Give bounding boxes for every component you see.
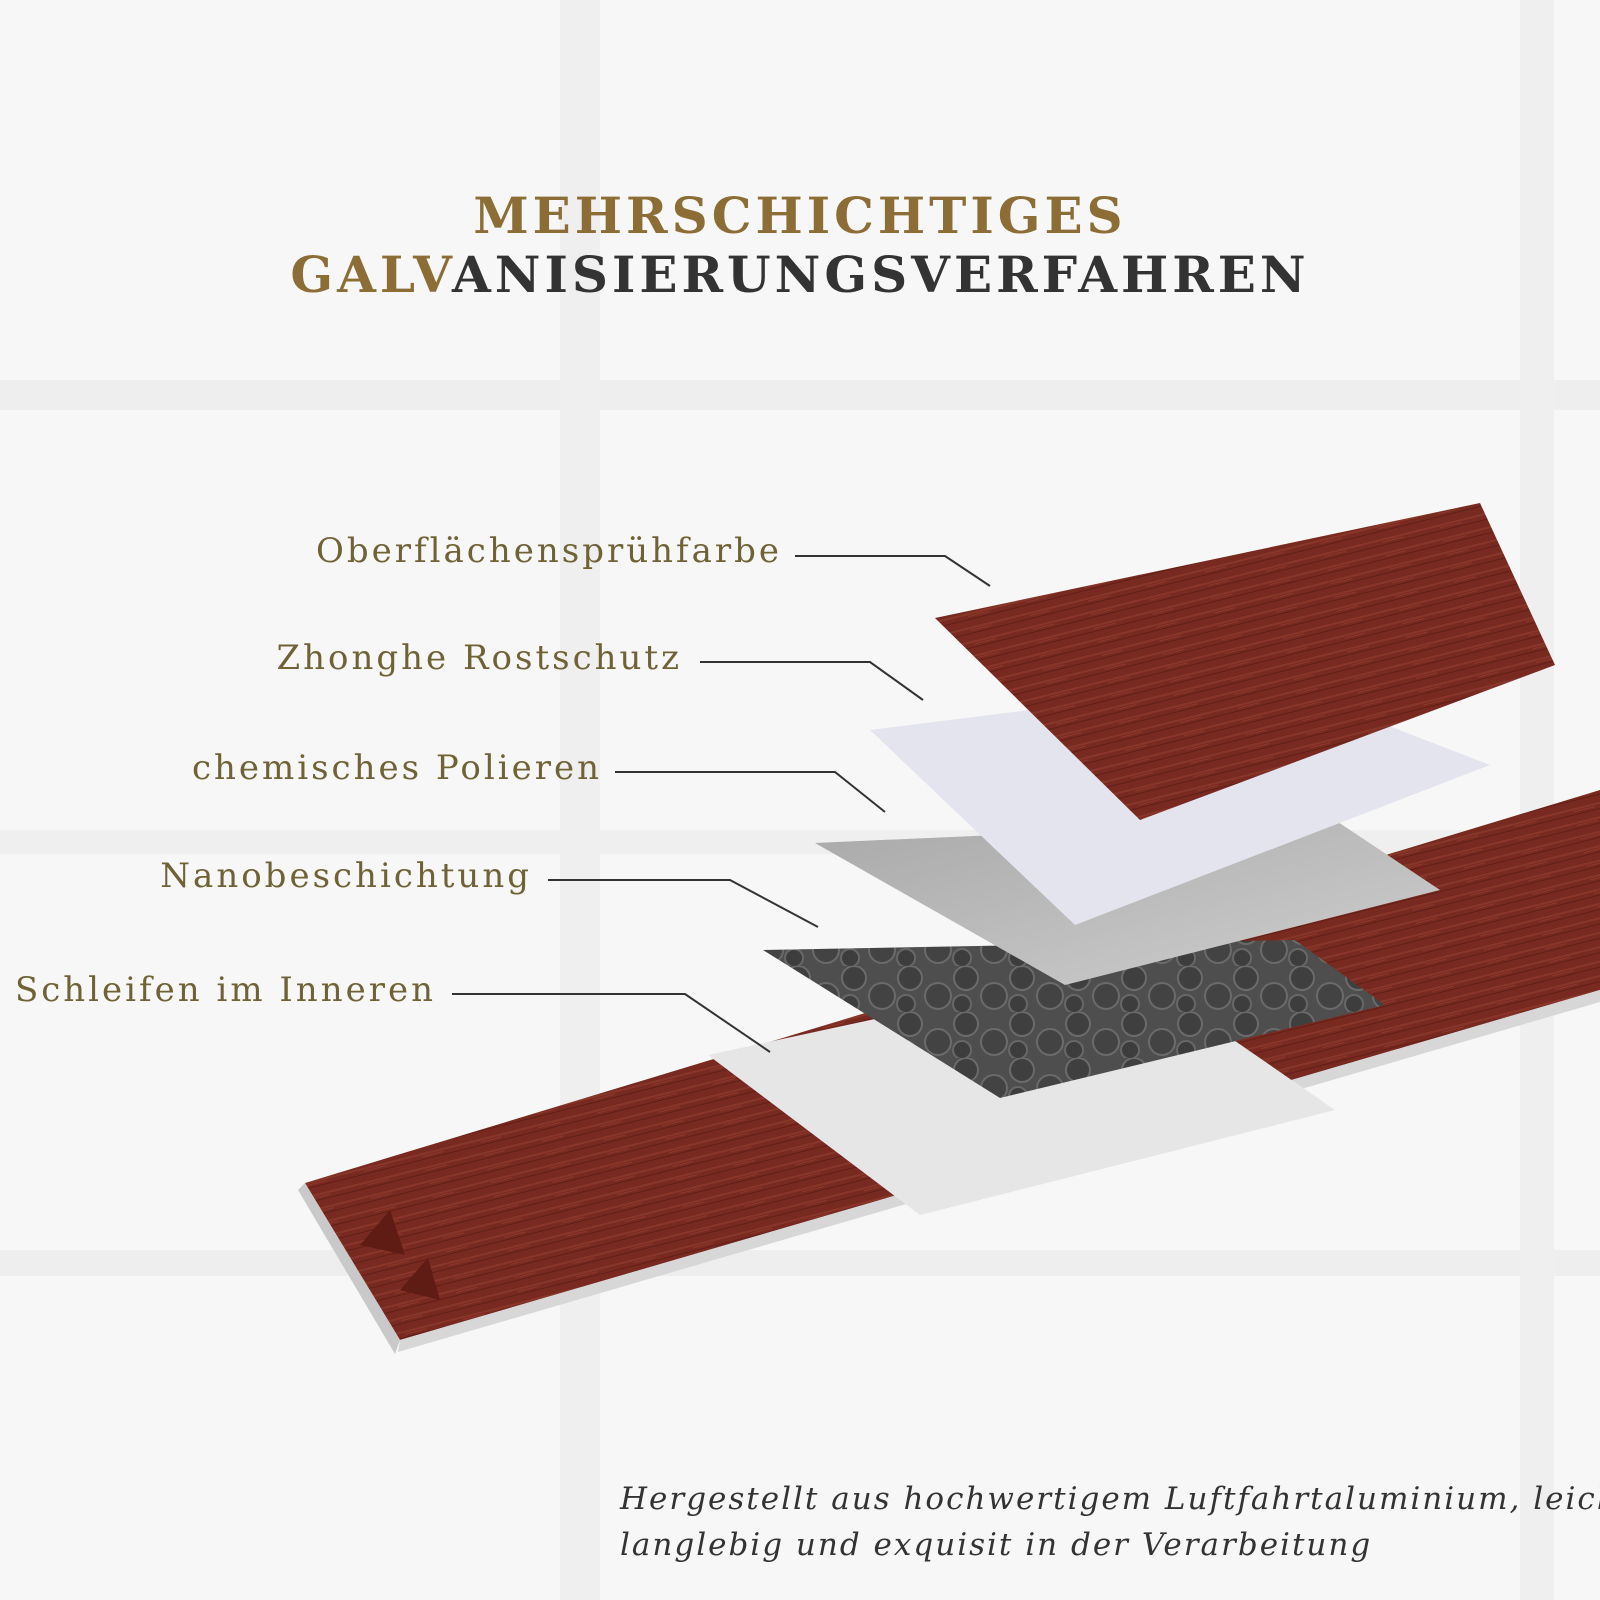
title-dark-part: ANISIERUNGSVERFAHREN — [452, 245, 1310, 304]
title-gold-part: MEHRSCHICHTIGES GALV — [290, 186, 1127, 304]
leader-line-3 — [615, 771, 886, 813]
page-title: MEHRSCHICHTIGES GALVANISIERUNGSVERFAHREN — [0, 186, 1600, 304]
label-surface-paint: Oberflächensprühfarbe — [316, 531, 782, 571]
label-grinding: Schleifen im Inneren — [14, 970, 436, 1010]
caption-line-1: Hergestellt aus hochwertigem Luftfahrtal… — [620, 1481, 1600, 1517]
layer-nano-coating — [763, 940, 1385, 1098]
leader-line-4 — [548, 879, 819, 928]
label-nano-coating: Nanobeschichtung — [160, 856, 532, 896]
leader-line-2 — [700, 661, 924, 701]
caption-line-2: langlebig und exquisit in der Verarbeitu… — [620, 1527, 1373, 1563]
leader-line-5 — [452, 993, 771, 1053]
leader-line-1 — [795, 555, 991, 587]
caption: Hergestellt aus hochwertigem Luftfahrtal… — [620, 1476, 1600, 1568]
layer-surface-paint — [935, 503, 1555, 820]
label-rust-protection: Zhonghe Rostschutz — [276, 638, 682, 678]
leader-lines — [452, 555, 991, 1053]
label-chemical-polish: chemisches Polieren — [191, 748, 602, 788]
